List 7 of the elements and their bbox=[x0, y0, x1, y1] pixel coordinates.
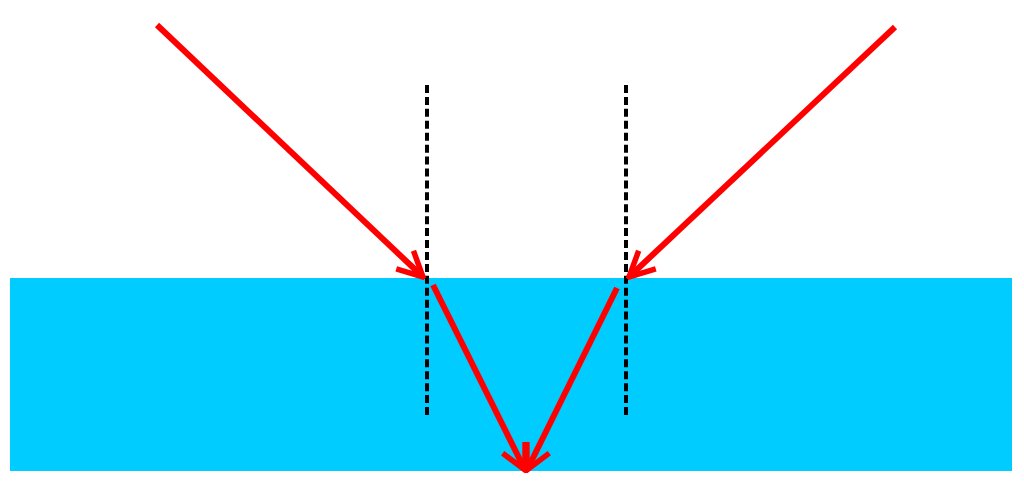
water-block bbox=[10, 278, 1012, 471]
light-ray-arrow bbox=[626, 24, 898, 280]
light-ray-arrow bbox=[154, 22, 426, 280]
normal-line bbox=[425, 85, 429, 415]
normal-line bbox=[624, 85, 628, 415]
light-ray-arrow bbox=[430, 283, 528, 473]
light-ray-arrow bbox=[524, 286, 620, 473]
